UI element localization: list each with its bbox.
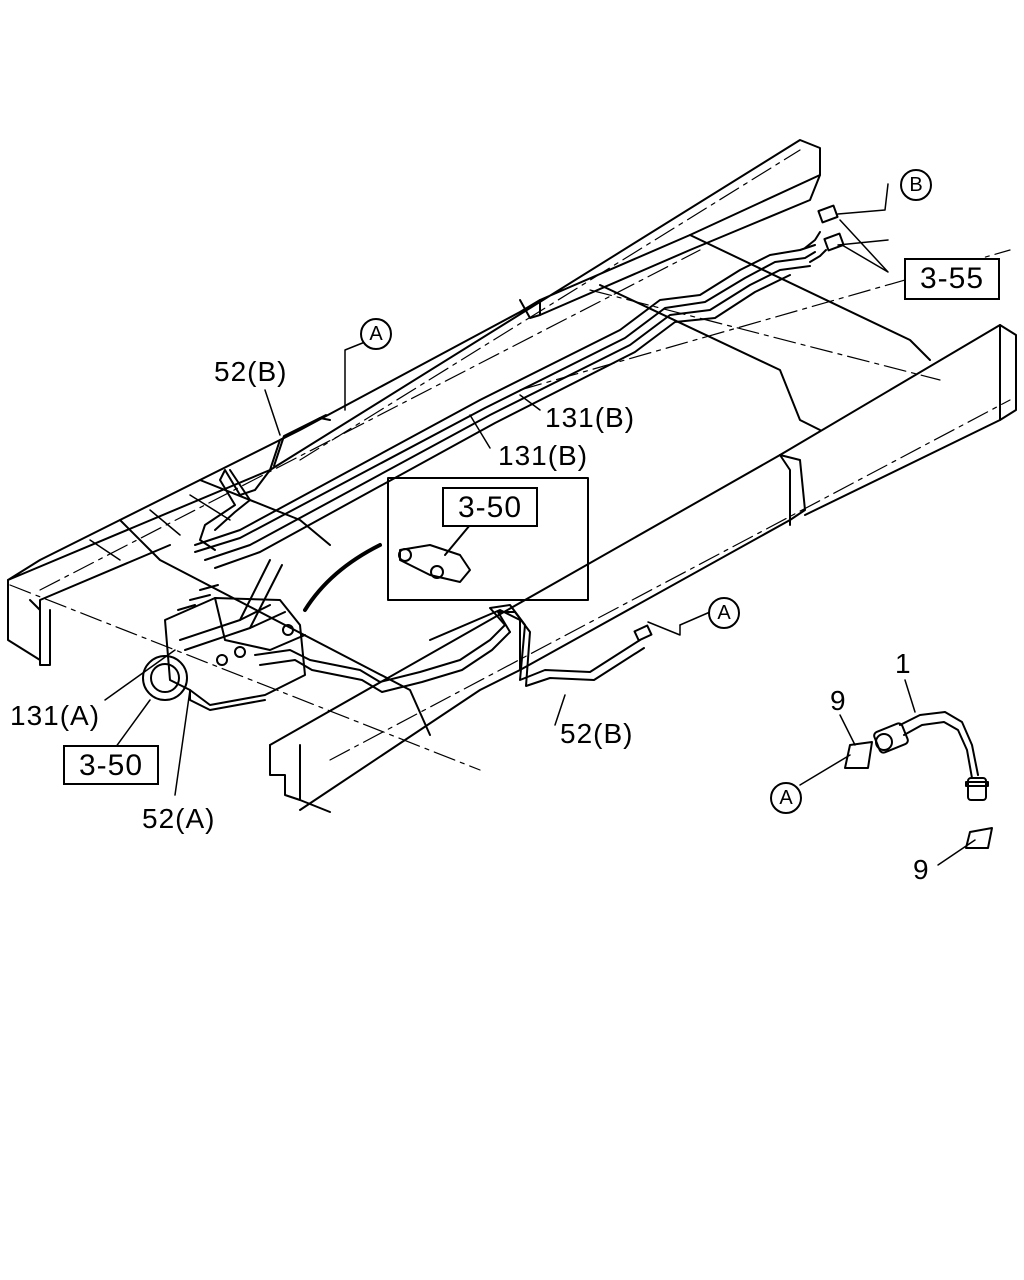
- marker-b-top: B: [900, 169, 932, 201]
- ref-box-3-50-inset: 3-50: [442, 487, 538, 527]
- label-clip-9-upper: 9: [830, 685, 847, 716]
- label-clip-9-lower: 9: [913, 854, 930, 885]
- abs-modulator-unit: [142, 559, 511, 711]
- left-frame-rail: [7, 139, 821, 666]
- label-52a: 52(A): [142, 803, 216, 834]
- label-131b-lower: 131(B): [498, 440, 589, 471]
- ref-box-3-55: 3-55: [904, 258, 1000, 300]
- label-131b-upper: 131(B): [545, 402, 636, 433]
- brake-pipe-52b-right: [489, 604, 653, 687]
- leader-lines: [104, 183, 976, 866]
- right-frame-rail: [269, 324, 1017, 813]
- label-hose-1: 1: [895, 648, 912, 679]
- marker-a-top: A: [360, 318, 392, 350]
- brake-pipes-131b: [194, 204, 845, 569]
- cross-members: [119, 234, 931, 736]
- brake-pipe-52b-left: [199, 414, 331, 551]
- label-131a: 131(A): [10, 700, 101, 731]
- marker-a-right: A: [708, 597, 740, 629]
- label-52b-bottom: 52(B): [560, 718, 634, 749]
- ref-box-3-50-bottom: 3-50: [63, 745, 159, 785]
- label-52b-top: 52(B): [214, 356, 288, 387]
- inset-detail: [303, 477, 589, 612]
- marker-a-bottom: A: [770, 782, 802, 814]
- brake-hose-assembly: [844, 711, 993, 849]
